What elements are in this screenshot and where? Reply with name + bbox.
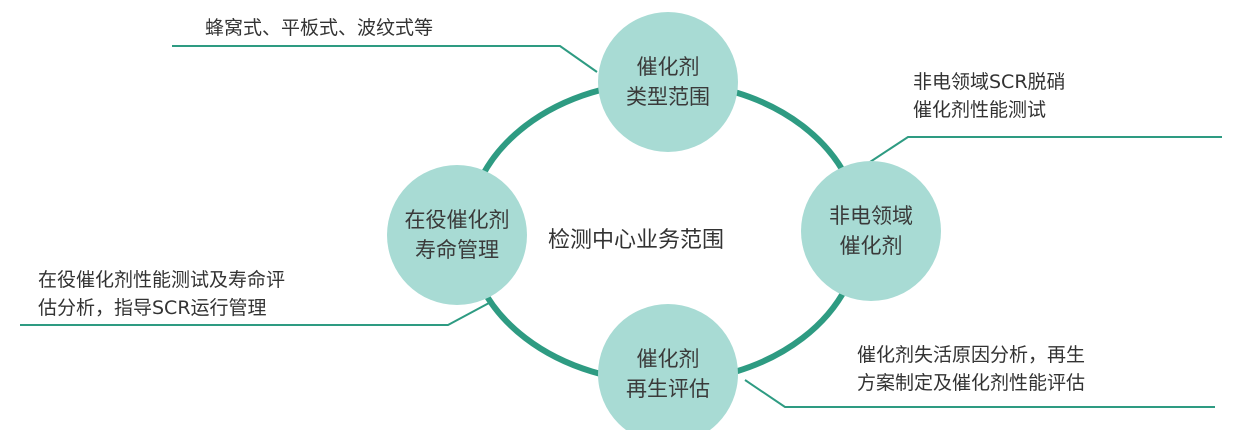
note-top: 蜂窝式、平板式、波纹式等	[205, 14, 433, 42]
note-line: 非电领域SCR脱硝	[913, 71, 1066, 93]
node-label: 催化剂	[636, 55, 700, 79]
leader-line-right	[869, 136, 1222, 163]
leader-line-top	[172, 45, 598, 73]
node-catalyst-type-scope: 催化剂 类型范围	[598, 12, 738, 152]
note-right: 非电领域SCR脱硝 催化剂性能测试	[913, 68, 1066, 124]
center-title: 检测中心业务范围	[548, 228, 725, 253]
note-line: 蜂窝式、平板式、波纹式等	[205, 17, 434, 39]
node-label: 催化剂	[636, 347, 700, 371]
node-label: 类型范围	[626, 85, 710, 109]
note-line: 催化剂失活原因分析，再生	[857, 344, 1086, 366]
note-line: 在役催化剂性能测试及寿命评	[38, 269, 286, 291]
node-in-service-lifecycle: 在役催化剂 寿命管理	[387, 165, 527, 305]
node-label: 非电领域	[829, 204, 913, 228]
node-label: 再生评估	[626, 377, 710, 401]
node-label: 催化剂	[839, 234, 903, 258]
leader-line-bottom	[744, 379, 1215, 408]
node-catalyst-regeneration: 催化剂 再生评估	[598, 304, 738, 430]
note-bottom: 催化剂失活原因分析，再生 方案制定及催化剂性能评估	[857, 341, 1085, 397]
note-left: 在役催化剂性能测试及寿命评 估分析，指导SCR运行管理	[38, 266, 285, 322]
node-label: 在役催化剂	[404, 208, 510, 232]
note-line: 催化剂性能测试	[913, 99, 1047, 121]
note-line: 估分析，指导SCR运行管理	[38, 297, 267, 319]
leader-line-left	[20, 302, 490, 326]
node-label: 寿命管理	[415, 238, 499, 262]
node-non-power-catalyst: 非电领域 催化剂	[801, 161, 941, 301]
note-line: 方案制定及催化剂性能评估	[857, 372, 1086, 394]
